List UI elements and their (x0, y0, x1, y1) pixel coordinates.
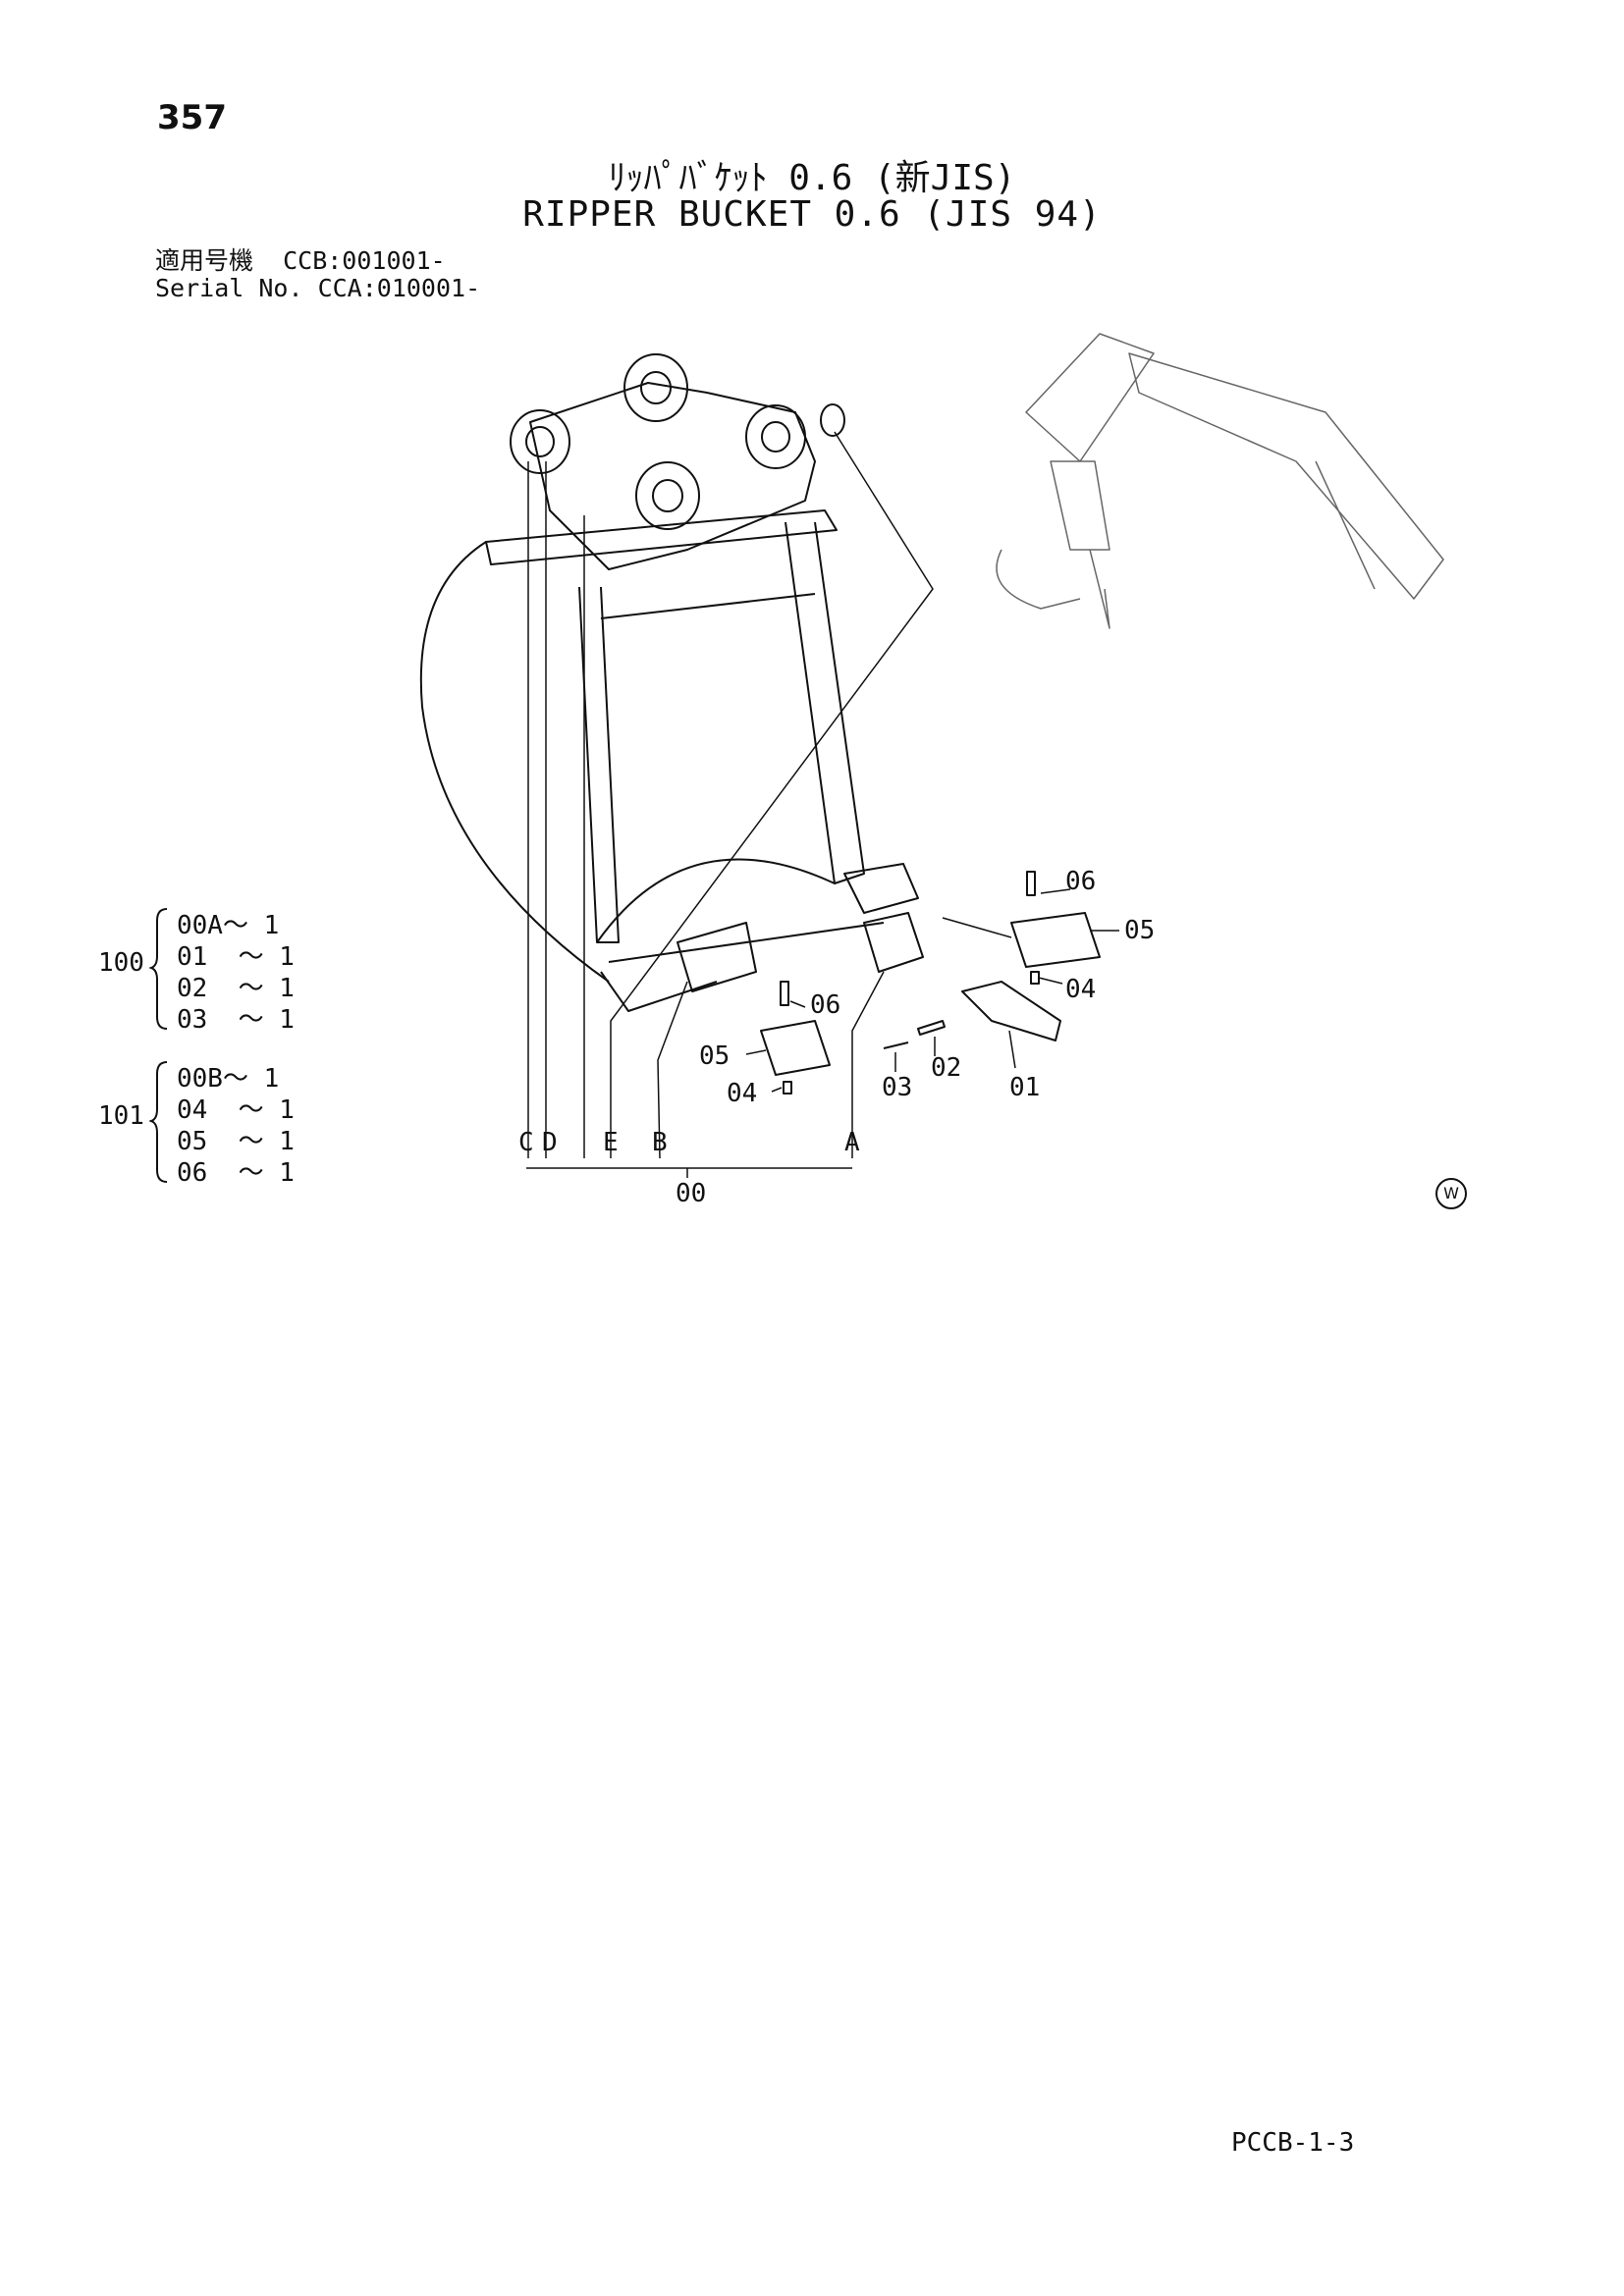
group-row: 01 ～ 1 (177, 942, 295, 972)
callout-B: B (652, 1128, 668, 1157)
group-row: 06 ～ 1 (177, 1158, 295, 1188)
serial-line-jp: 適用号機 CCB:001001- (155, 246, 446, 275)
group-number: 100 (98, 948, 144, 978)
callout-00: 00 (676, 1179, 706, 1208)
brace-icon (149, 908, 168, 1030)
parts-group-101: 101 00B～ 1 04 ～ 1 05 ～ 1 06 ～ 1 (98, 1058, 334, 1188)
footer-code: PCCB-1-3 (1231, 2128, 1355, 2158)
ripper-shanks (677, 863, 924, 992)
title-japanese: ﾘｯﾊﾟﾊﾞｹｯﾄ 0.6 (新JIS) (608, 158, 1016, 198)
group-row: 00A～ 1 (177, 911, 280, 940)
group-row: 00B～ 1 (177, 1064, 280, 1094)
callout-A: A (844, 1128, 860, 1157)
group-row: 05 ～ 1 (177, 1127, 295, 1156)
group-number: 101 (98, 1101, 144, 1131)
callout-02: 02 (931, 1053, 961, 1083)
pin-03 (883, 1041, 909, 1049)
tooth-point-01 (961, 981, 1061, 1041)
callout-04: 04 (727, 1079, 757, 1108)
callout-06: 06 (1065, 867, 1096, 896)
leader-lines (526, 431, 1119, 1178)
watermark-badge: W (1435, 1178, 1467, 1209)
bucket-body (419, 509, 885, 1012)
page-number: 357 (157, 98, 227, 137)
parts-group-100: 100 00A～ 1 01 ～ 1 02 ～ 1 03 ～ 1 (98, 905, 334, 1035)
callout-06: 06 (810, 990, 840, 1020)
callout-03: 03 (882, 1073, 912, 1102)
group-row: 03 ～ 1 (177, 1005, 295, 1035)
callout-04: 04 (1065, 975, 1096, 1004)
serial-info: 適用号機 CCB:001001- Serial No. CCA:010001- (155, 247, 480, 302)
callout-E: E (603, 1128, 619, 1157)
callout-D: D (542, 1128, 558, 1157)
callout-05: 05 (1124, 916, 1155, 945)
brace-icon (149, 1061, 168, 1183)
mounting-bracket (510, 353, 845, 570)
serial-line-en: Serial No. CCA:010001- (155, 274, 481, 302)
callout-C: C (518, 1128, 534, 1157)
excavator-illustration (996, 333, 1444, 629)
callout-01: 01 (1009, 1073, 1040, 1102)
callout-05: 05 (699, 1041, 730, 1071)
group-row: 04 ～ 1 (177, 1095, 295, 1125)
group-row: 02 ～ 1 (177, 974, 295, 1003)
pin-02 (917, 1020, 946, 1036)
tooth-05-left (760, 981, 831, 1095)
title-english: RIPPER BUCKET 0.6 (JIS 94) (522, 194, 1102, 235)
